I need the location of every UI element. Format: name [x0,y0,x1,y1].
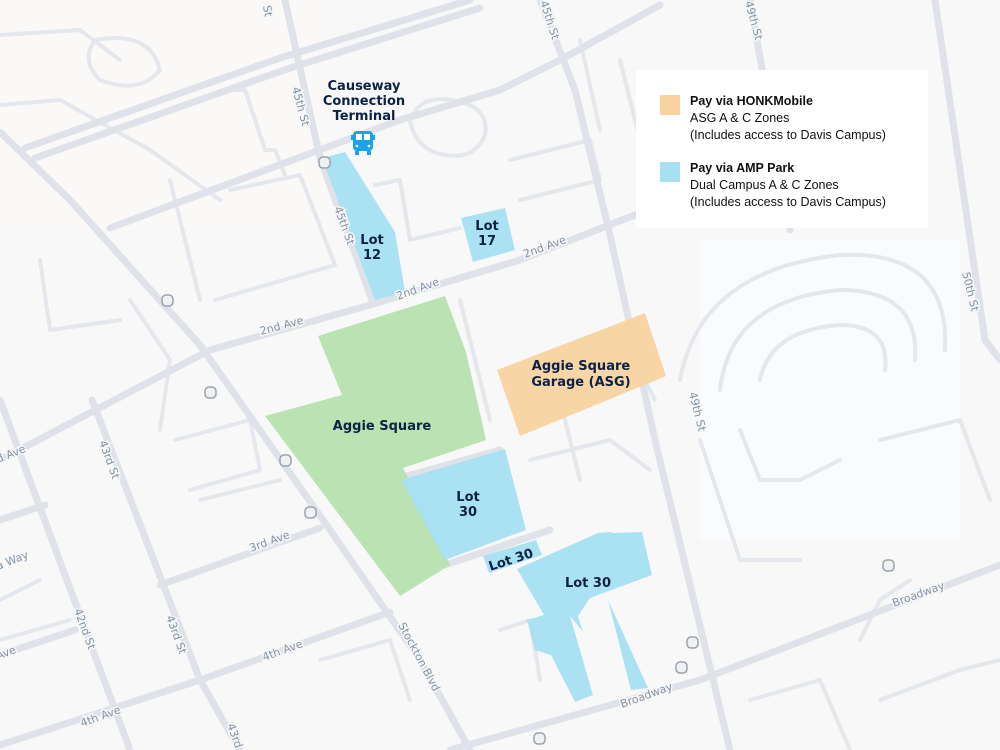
amp-park-swatch [660,162,680,182]
transit-stop-icon [318,156,331,169]
transit-stop-icons [161,156,895,745]
legend-line: (Includes access to Davis Campus) [690,128,886,142]
transit-stop-icon [161,294,174,307]
street-label: 4th Ave [261,637,305,664]
legend-line: (Includes access to Davis Campus) [690,195,886,209]
terminal-label: Causeway [328,79,402,94]
transit-stop-icon [882,559,895,572]
street-label: 43rd [224,722,245,750]
lot-30-label: 30 [459,505,477,520]
street-label: Ave [0,643,18,663]
asg-zone[interactable] [497,313,666,436]
bus-icon[interactable] [351,131,375,155]
legend: Pay via HONKMobile ASG A & C Zones (Incl… [636,70,928,228]
lot-30-south-label: Lot 30 [565,576,611,591]
asg-label: Aggie Square [532,359,631,374]
asg-label: Garage (ASG) [531,375,630,390]
street-label: 2nd Ave [522,233,569,261]
transit-stop-icon [279,454,292,467]
legend-item-honkmobile: Pay via HONKMobile ASG A & C Zones (Incl… [660,93,886,144]
street-label: 3rd Ave [248,528,292,555]
street-label: 49th St [742,0,765,42]
legend-line: ASG A & C Zones [690,111,790,125]
transit-stop-icon [204,386,217,399]
street-label: a Way [0,548,31,573]
lot-30-south-zone-cutout [578,598,631,690]
lot-17-label: 17 [478,234,496,249]
street-label: 2nd Ave [258,314,305,338]
terminal-label: Connection [323,94,405,109]
lot-17-label: Lot [475,219,498,234]
lot-12-label: Lot [360,233,383,248]
transit-stop-icon [533,732,546,745]
lot-12-zone[interactable] [322,152,405,300]
lot-30-small-zone[interactable] [483,540,542,573]
legend-title: Pay via AMP Park [690,161,795,175]
legend-title: Pay via HONKMobile [690,94,813,108]
lot-30-label: Lot [456,490,479,505]
lot-17-zone[interactable] [461,208,515,262]
legend-line: Dual Campus A & C Zones [690,178,839,192]
aggie-square-label: Aggie Square [333,419,432,434]
transit-stop-icon [675,661,688,674]
transit-stop-icon [304,506,317,519]
honkmobile-swatch [660,95,680,115]
legend-item-amp-park: Pay via AMP Park Dual Campus A & C Zones… [660,160,886,211]
aggie-square-zone[interactable] [265,296,486,596]
street-label: 4th Ave [79,703,123,730]
transit-stop-icon [686,636,699,649]
street-label: 45th St [537,0,562,42]
lot-12-label: 12 [363,248,381,263]
minor-roads [0,28,1000,750]
street-label: Broadway [891,579,947,610]
lot-30-north-zone[interactable] [401,449,526,560]
terminal-label: Terminal [333,109,396,124]
street-label: St [260,4,275,18]
